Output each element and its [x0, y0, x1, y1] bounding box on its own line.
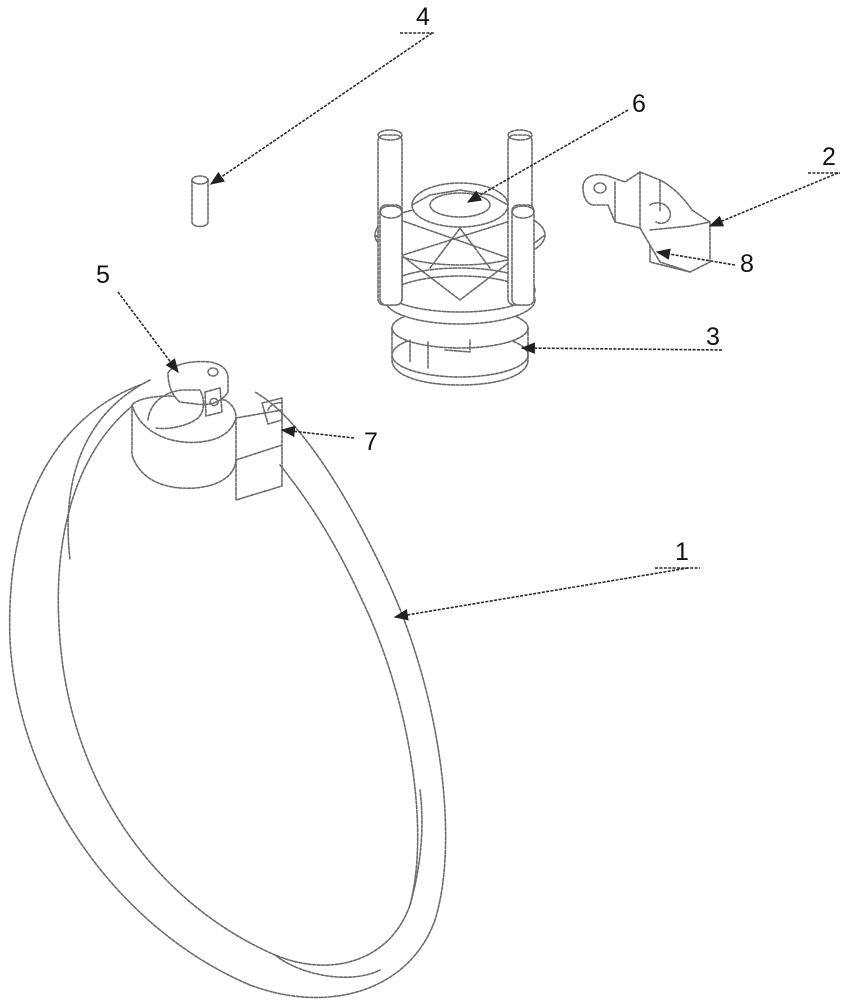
label-7: 7 [364, 428, 378, 456]
hinge-clip [582, 171, 711, 273]
label-8: 8 [740, 250, 754, 278]
leader-4 [209, 32, 433, 185]
label-5: 5 [96, 261, 110, 289]
leader-3 [520, 342, 723, 354]
leader-2 [708, 172, 839, 227]
leader-1 [393, 567, 689, 621]
label-1: 1 [675, 538, 689, 566]
leader-5 [117, 291, 179, 374]
label-6: 6 [632, 90, 646, 118]
label-2: 2 [822, 143, 836, 171]
label-3: 3 [706, 323, 720, 351]
ring-band [8, 360, 447, 999]
leader-lines [117, 32, 840, 621]
label-4: 4 [416, 3, 430, 31]
reference-numerals: 1 2 3 4 5 6 7 8 [96, 3, 836, 566]
stone-setting [374, 129, 546, 386]
hinge-pin [191, 175, 209, 228]
leader-7 [280, 425, 355, 439]
